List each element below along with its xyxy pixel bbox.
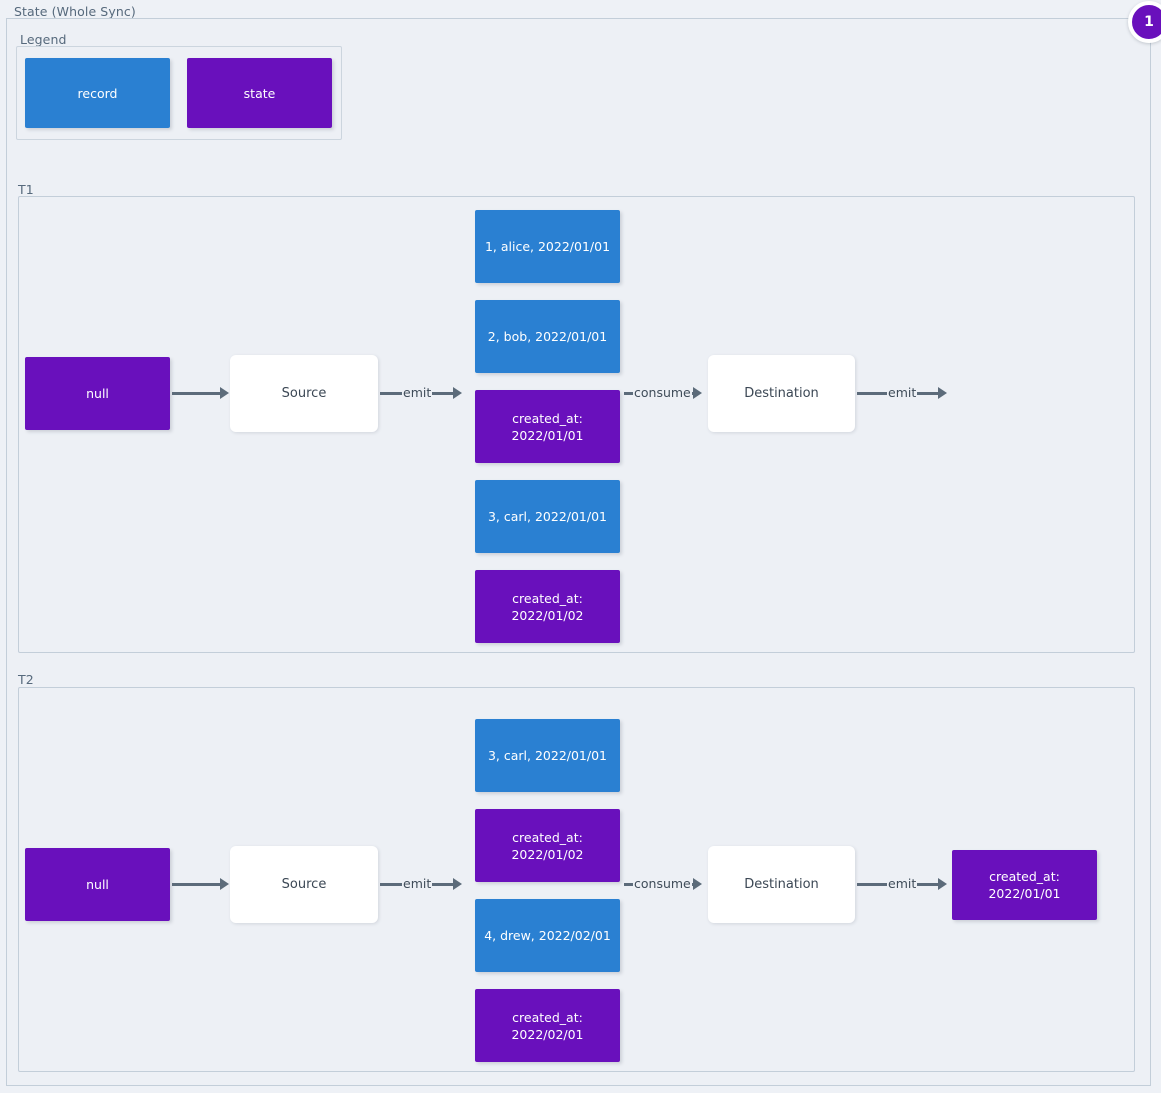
edge-line	[380, 391, 402, 395]
legend-title: Legend	[20, 32, 67, 47]
t1-stream-item-4[interactable]: created_at: 2022/01/02	[475, 570, 620, 643]
legend-swatch-record: record	[25, 58, 170, 128]
edge-label-consume: consume	[634, 876, 691, 891]
edge-label-consume: consume	[634, 385, 691, 400]
arrow-head-icon	[453, 387, 463, 399]
t1-initial-state-node[interactable]: null	[25, 357, 170, 430]
t1-edge-consume: consume	[624, 383, 702, 403]
t1-stream-item-2[interactable]: created_at: 2022/01/01	[475, 390, 620, 463]
t2-edge-destination-emit: emit	[857, 874, 948, 894]
t1-edge-destination-emit: emit	[857, 383, 948, 403]
edge-line	[624, 882, 633, 886]
t1-edge-source-emit: emit	[380, 383, 463, 403]
arrow-head-icon	[692, 878, 702, 890]
t2-stream-item-2[interactable]: 4, drew, 2022/02/01	[475, 899, 620, 972]
t2-edge-state-to-source	[172, 874, 229, 894]
edge-line	[917, 391, 940, 395]
t2-edge-consume: consume	[624, 874, 702, 894]
edge-label-emit: emit	[888, 876, 917, 891]
t2-final-state-node[interactable]: created_at: 2022/01/01	[952, 850, 1097, 920]
arrow-head-icon	[220, 387, 229, 399]
edge-label-emit: emit	[888, 385, 917, 400]
t2-stream-item-3[interactable]: created_at: 2022/02/01	[475, 989, 620, 1062]
t1-source-node[interactable]: Source	[230, 355, 378, 432]
t1-stream-item-0[interactable]: 1, alice, 2022/01/01	[475, 210, 620, 283]
edge-line	[380, 882, 402, 886]
t1-stream-item-1[interactable]: 2, bob, 2022/01/01	[475, 300, 620, 373]
edge-line	[857, 882, 887, 886]
edge-line	[432, 882, 455, 886]
t2-destination-node[interactable]: Destination	[708, 846, 855, 923]
t1-destination-node[interactable]: Destination	[708, 355, 855, 432]
t2-edge-source-emit: emit	[380, 874, 463, 894]
t1-edge-state-to-source	[172, 383, 229, 403]
arrow-head-icon	[938, 387, 948, 399]
edge-line	[172, 391, 221, 395]
t2-stream-item-0[interactable]: 3, carl, 2022/01/01	[475, 719, 620, 792]
t2-initial-state-node[interactable]: null	[25, 848, 170, 921]
t2-stream-item-1[interactable]: created_at: 2022/01/02	[475, 809, 620, 882]
edge-label-emit: emit	[403, 385, 432, 400]
t2-source-node[interactable]: Source	[230, 846, 378, 923]
arrow-head-icon	[453, 878, 463, 890]
edge-label-emit: emit	[403, 876, 432, 891]
arrow-head-icon	[938, 878, 948, 890]
group-label-t1: T1	[18, 182, 34, 197]
edge-line	[172, 882, 221, 886]
t1-stream-item-3[interactable]: 3, carl, 2022/01/01	[475, 480, 620, 553]
arrow-head-icon	[220, 878, 229, 890]
legend-swatch-state: state	[187, 58, 332, 128]
group-label-t2: T2	[18, 672, 34, 687]
arrow-head-icon	[692, 387, 702, 399]
step-badge[interactable]: 1	[1128, 1, 1161, 43]
diagram-title: State (Whole Sync)	[14, 4, 136, 19]
edge-line	[857, 391, 887, 395]
edge-line	[624, 391, 633, 395]
edge-line	[917, 882, 940, 886]
edge-line	[432, 391, 455, 395]
